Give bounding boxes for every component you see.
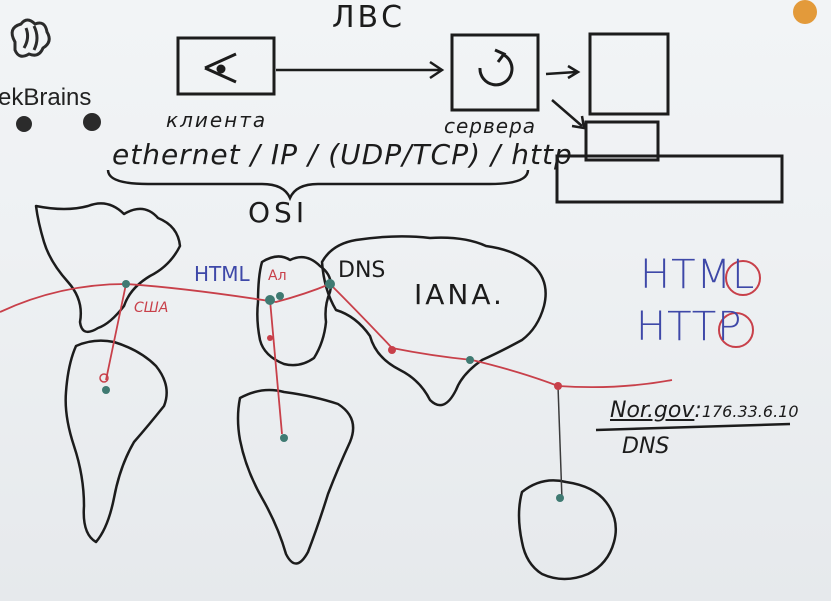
circle-around-p	[718, 312, 754, 348]
pin-africa-red	[267, 335, 273, 341]
arrow-client-to-server	[276, 60, 445, 80]
protocol-stack: ethernet / IP / (UDP/TCP) / http	[112, 138, 573, 171]
dns-record-domain: Nor.gov:176.33.6.10	[610, 398, 799, 423]
pin-europe-2	[276, 292, 284, 300]
board-title: ЛВС	[332, 0, 406, 35]
asia-outline	[320, 235, 547, 407]
html-label: HTML	[194, 262, 250, 286]
wide-box	[555, 154, 784, 204]
pin-dns	[325, 279, 335, 289]
pin-australia	[556, 494, 564, 502]
pin-asia-2	[466, 356, 474, 364]
term-http: HTTP	[636, 304, 743, 350]
red-short-label: Ал	[268, 268, 287, 284]
osi-label: OSI	[248, 196, 309, 229]
pin-asia-1	[388, 346, 396, 354]
eye-icon	[204, 52, 237, 84]
network-routes	[0, 283, 673, 435]
database-box	[588, 32, 670, 116]
client-label: клиента	[166, 108, 268, 132]
dns-separator: :	[694, 398, 702, 423]
north-america-outline	[34, 202, 182, 334]
small-box	[584, 120, 660, 162]
logo-text: ekBrains	[0, 84, 92, 111]
dns-label: DNS	[338, 258, 386, 283]
term-html: HTML	[640, 252, 756, 298]
dns-ip: 176.33.6.10	[701, 402, 799, 421]
australia-outline	[517, 479, 617, 581]
world-map	[34, 202, 617, 581]
map-pins	[99, 279, 564, 502]
circle-around-l	[725, 260, 761, 296]
brain-logo-icon	[10, 18, 51, 58]
dns-record-line	[595, 422, 791, 432]
iana-label: IANA.	[414, 278, 505, 311]
server-box	[450, 33, 540, 112]
orange-object	[793, 0, 817, 24]
pin-south-america	[102, 386, 110, 394]
client-box	[176, 36, 276, 96]
pin-usa	[122, 280, 130, 288]
south-america-outline	[64, 339, 168, 544]
dns-domain: Nor.gov	[610, 398, 695, 423]
server-label: сервера	[444, 114, 537, 138]
africa-outline	[236, 388, 355, 565]
route-lines-dark	[557, 385, 563, 501]
dns-record-label: DNS	[622, 434, 670, 459]
osi-brace	[106, 169, 530, 202]
logo-dot-left	[16, 116, 32, 132]
europe-africa-outline	[256, 255, 333, 367]
usa-label: США	[134, 300, 169, 316]
pin-south-america-red	[99, 373, 109, 383]
logo-dot-right	[83, 113, 101, 131]
arrow-server-to-database	[545, 64, 586, 130]
refresh-icon	[478, 48, 514, 87]
pin-africa	[280, 434, 288, 442]
pin-europe	[265, 295, 275, 305]
pin-asia-3	[554, 382, 562, 390]
